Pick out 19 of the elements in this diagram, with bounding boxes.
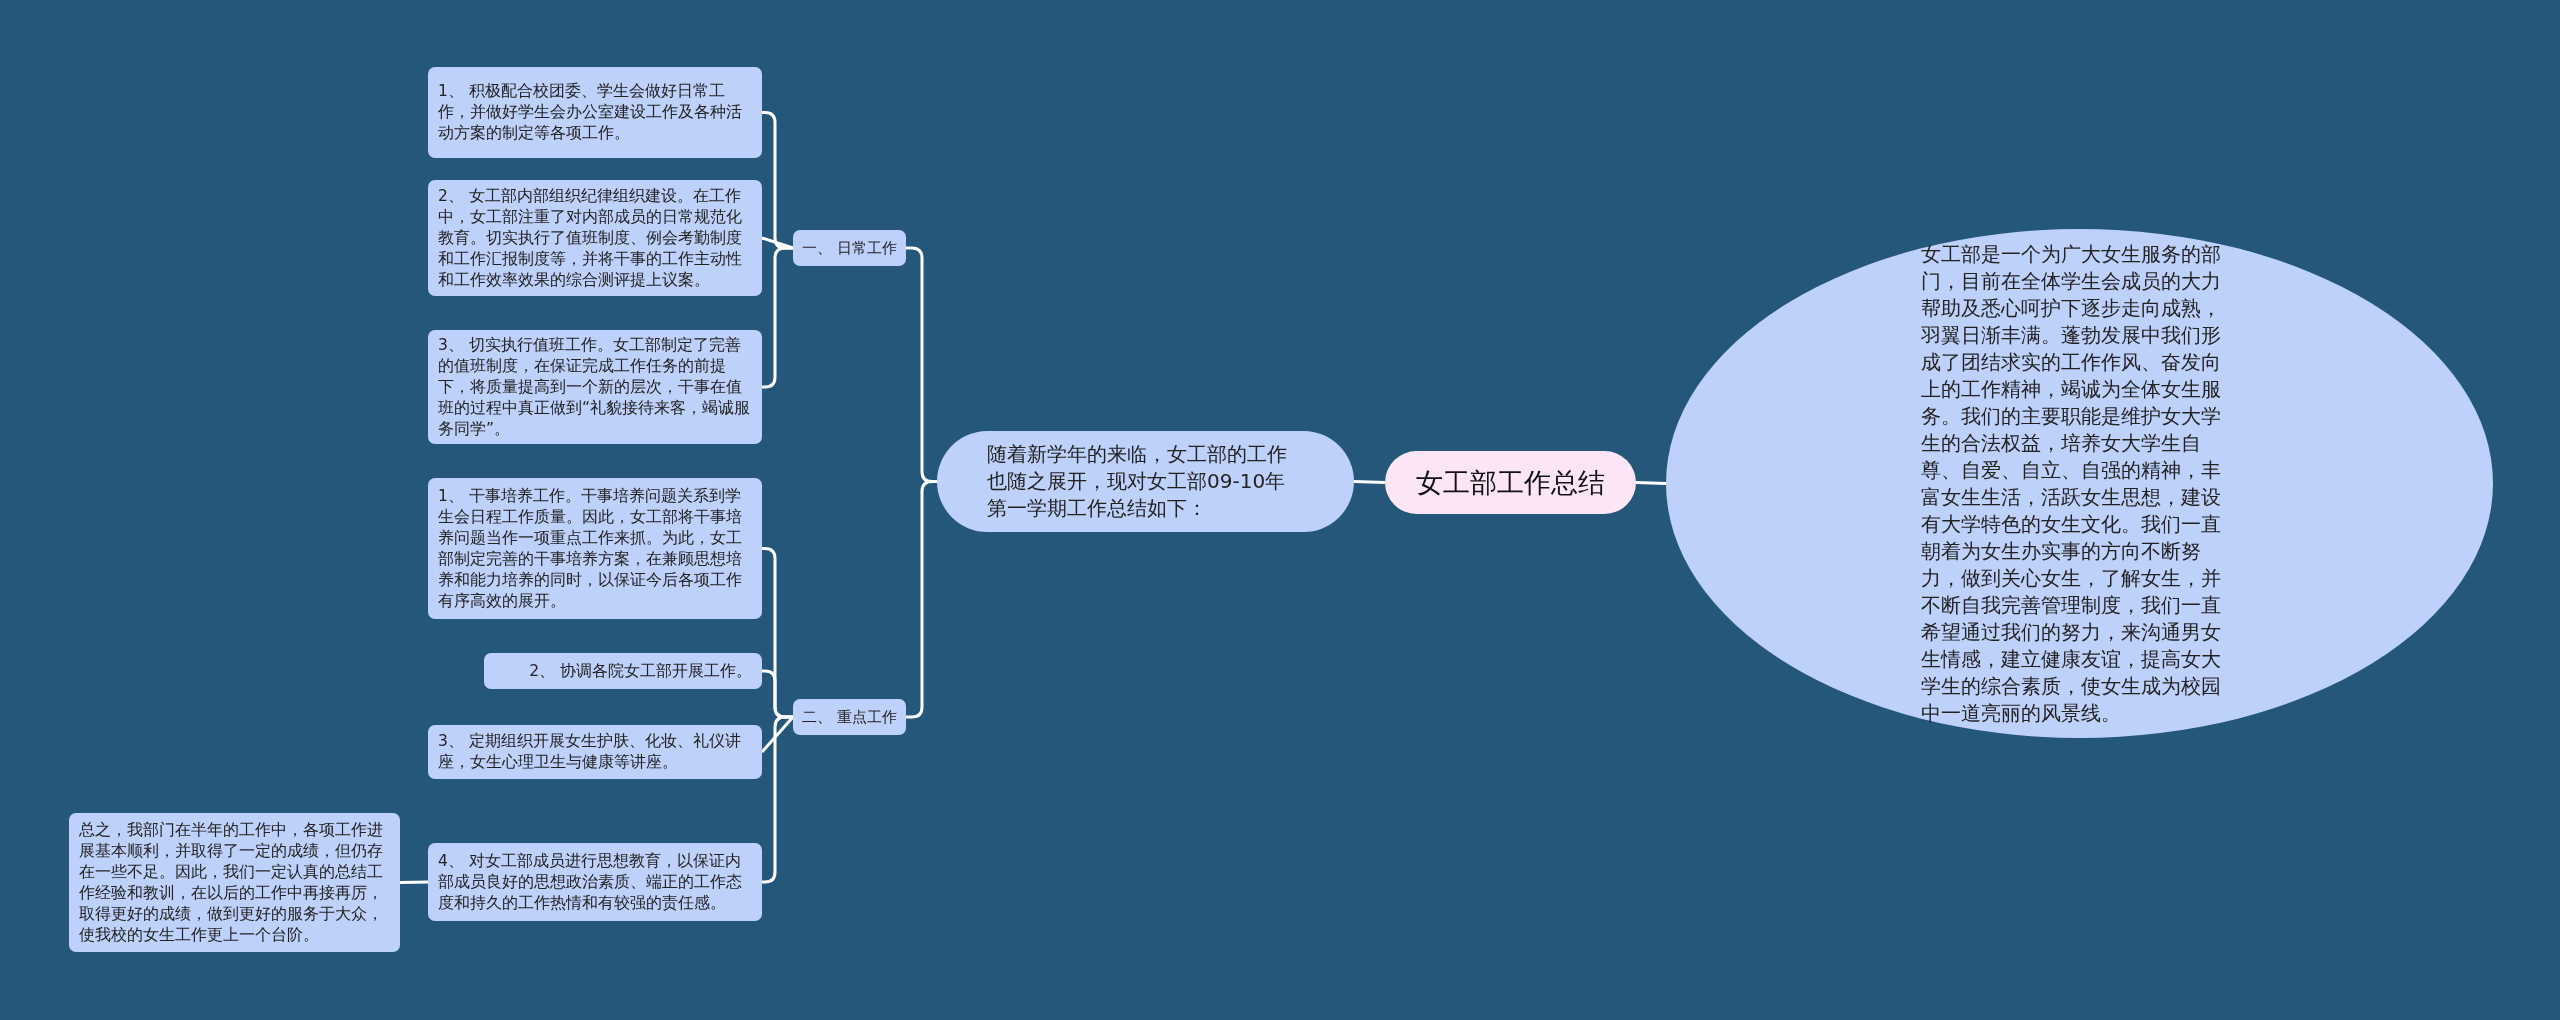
topic-box: 1、 干事培养工作。干事培养问题关系到学生会日程工作质量。因此，女工部将干事培养问题当作一项重点工作来抓。为此，女工部制定完善的干事培养方案，在兼顾思想培养和能力培养的同时，以保证今后各项工作有序高效的展开。 <box>428 478 762 619</box>
connector-line <box>1353 480 1386 484</box>
topic-box: 4、 对女工部成员进行思想教育，以保证内部成员良好的思想政治素质、端正的工作态度和持久的工作热情和有较强的责任感。 <box>428 843 762 921</box>
intro-pill: 随着新学年的来临，女工部的工作也随之展开，现对女工部09-10年第一学期工作总结如下： <box>937 431 1354 532</box>
topic-box: 二、 重点工作 <box>793 699 906 735</box>
connector-line <box>1635 481 1667 485</box>
topic-box: 3、 定期组织开展女生护肤、化妆、礼仪讲座，女生心理卫生与健康等讲座。 <box>428 725 762 779</box>
topic-box: 2、 女工部内部组织纪律组织建设。在工作中，女工部注重了对内部成员的日常规范化教育。切实执行了值班制度、例会考勤制度和工作汇报制度等，并将干事的工作主动性和工作效率效果的综合测评提上议案。 <box>428 180 762 296</box>
topic-box: 一、 日常工作 <box>793 230 906 266</box>
topic-box: 2、 协调各院女工部开展工作。 <box>484 653 762 689</box>
topic-pill: 女工部工作总结 <box>1385 451 1636 514</box>
connector-line <box>761 236 794 250</box>
connector-line <box>760 716 795 753</box>
topic-box: 1、 积极配合校团委、学生会做好日常工作，并做好学生会办公室建设工作及各种活动方案的制定等各项工作。 <box>428 67 762 158</box>
connector-line <box>399 880 429 884</box>
topic-box: 3、 切实执行值班工作。女工部制定了完善的值班制度，在保证完成工作任务的前提下，将质量提高到一个新的层次，干事在值班的过程中真正做到“礼貌接待来客，竭诚服务同学”。 <box>428 330 762 444</box>
ellipse-node: 女工部是一个为广大女生服务的部门，目前在全体学生会成员的大力帮助及悉心呵护下逐步走向成熟，羽翼日渐丰满。蓬勃发展中我们形成了团结求实的工作作风、奋发向上的工作精神，竭诚为全体女生服务。我们的主要职能是维护女大学生的合法权益，培养女大学生自尊、自爱、自立、自强的精神，丰富女生生活，活跃女生思想，建设有大学特色的女生文化。我们一直朝着为女生办实事的方向不断努力，做到关心女生，了解女生，并不断自我完善管理制度，我们一直希望通过我们的努力，来沟通男女生情感，建立健康友谊，提高女大学生的综合素质，使女生成为校园中一道亮丽的风景线。 <box>1666 229 2493 738</box>
connector-line <box>906 480 937 719</box>
topic-box: 总之，我部门在半年的工作中，各项工作进展基本顺利，并取得了一定的成绩，但仍存在一些不足。因此，我们一定认真的总结工作经验和教训，在以后的工作中再接再厉，取得更好的成绩，做到更好的服务于大众，使我校的女生工作更上一个台阶。 <box>69 813 400 952</box>
